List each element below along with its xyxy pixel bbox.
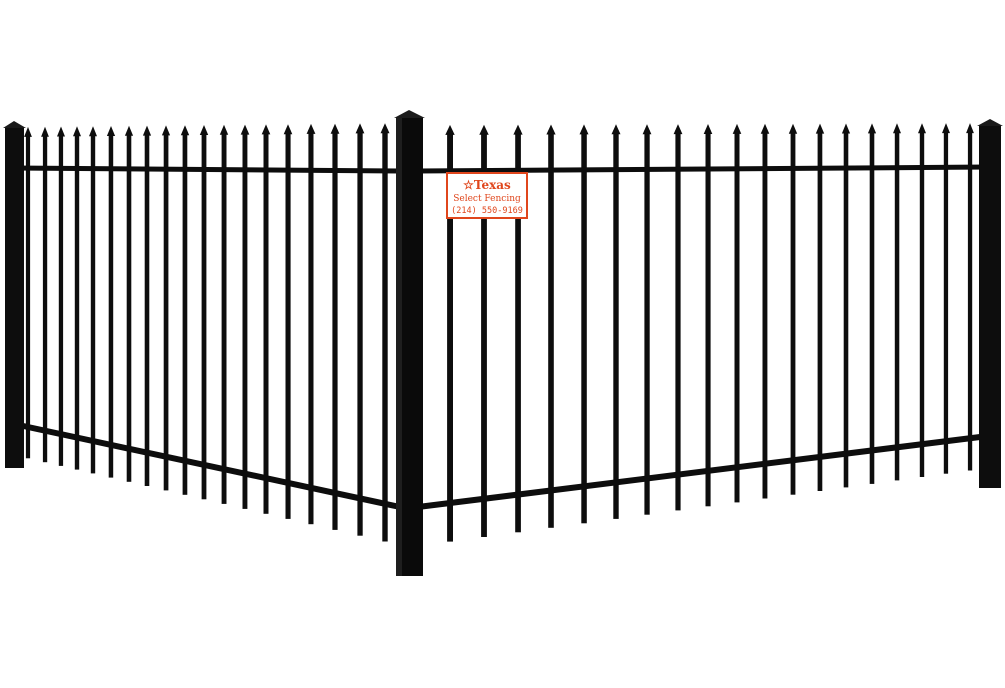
right-picket	[788, 123, 798, 495]
right-pickets	[445, 123, 974, 542]
right-picket	[867, 123, 877, 484]
left-picket	[41, 126, 49, 463]
right-picket	[966, 123, 974, 471]
left-picket	[180, 125, 190, 495]
left-bottom-rail	[13, 421, 401, 510]
right-picket	[703, 124, 713, 507]
left-fence-section	[3, 121, 401, 542]
left-picket	[380, 123, 390, 542]
right-top-rail	[417, 164, 989, 174]
right-bottom-rail	[417, 433, 989, 510]
right-picket	[815, 123, 825, 491]
right-picket	[942, 123, 950, 474]
left-picket	[355, 123, 365, 536]
right-picket	[642, 124, 652, 515]
left-pickets	[24, 123, 390, 542]
company-sign: ☆Texas Select Fencing (214) 550-9169	[446, 172, 528, 219]
right-picket	[732, 123, 742, 503]
right-picket	[760, 123, 770, 499]
left-picket	[142, 125, 152, 486]
left-picket	[240, 124, 250, 509]
left-picket	[73, 126, 81, 470]
right-picket	[546, 124, 556, 528]
left-picket	[24, 126, 32, 459]
left-picket	[283, 124, 293, 519]
left-picket	[57, 126, 65, 466]
right-end-post	[977, 119, 1003, 488]
left-picket	[330, 123, 340, 530]
corner-post	[394, 110, 425, 576]
right-picket	[445, 124, 455, 542]
left-picket	[261, 124, 271, 514]
right-picket	[611, 124, 621, 519]
sign-line-1: ☆Texas	[463, 178, 511, 192]
sign-line-3: (214) 550-9169	[451, 206, 523, 216]
right-picket	[841, 123, 851, 488]
left-picket	[124, 125, 134, 482]
left-picket	[89, 126, 97, 474]
right-picket	[513, 124, 523, 533]
right-picket	[918, 123, 926, 477]
left-picket	[199, 125, 209, 500]
right-picket	[893, 123, 901, 481]
sign-line-2: Select Fencing	[453, 194, 521, 204]
right-picket	[479, 124, 489, 538]
right-picket	[579, 124, 589, 524]
left-end-post	[3, 121, 26, 468]
right-picket	[673, 124, 683, 511]
left-picket	[161, 125, 171, 491]
left-top-rail	[13, 165, 401, 174]
right-fence-section	[417, 119, 1003, 542]
left-picket	[106, 126, 116, 478]
left-picket	[219, 124, 229, 504]
left-picket	[306, 123, 316, 525]
